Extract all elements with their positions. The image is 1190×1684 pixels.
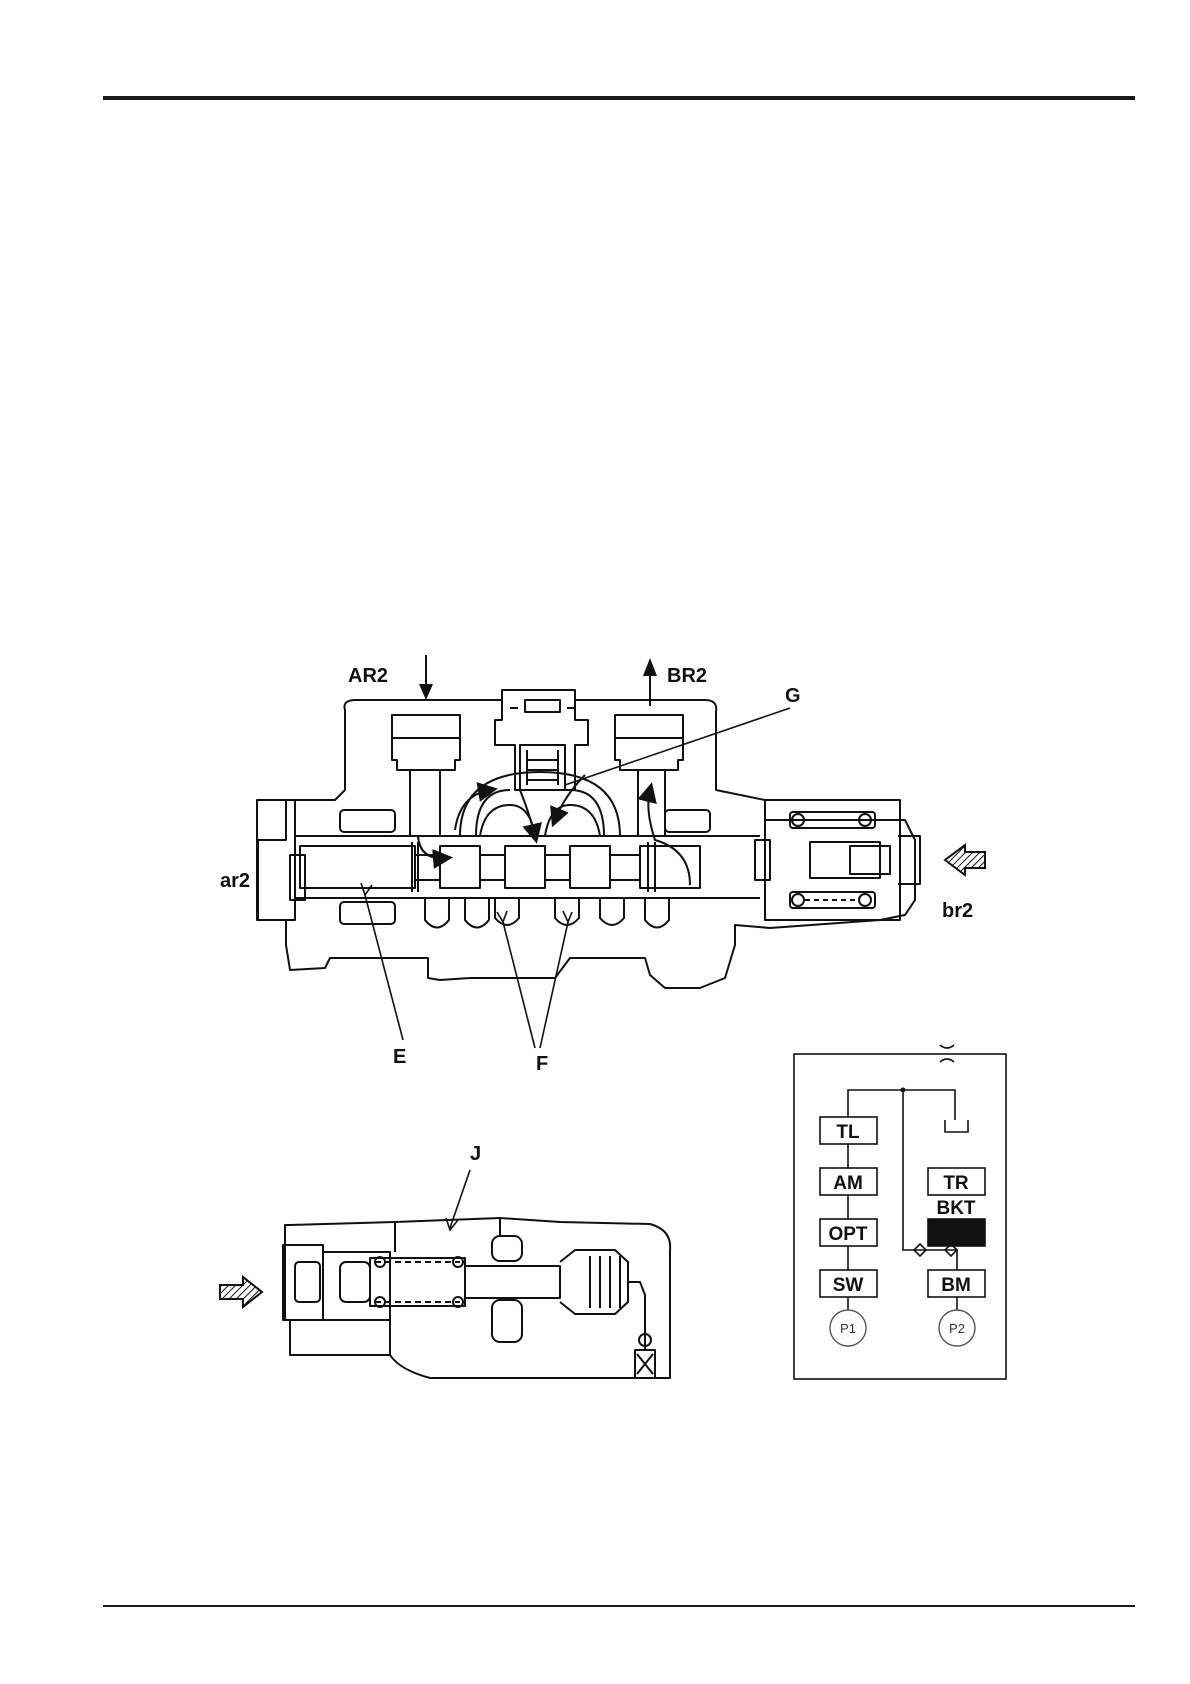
schematic-box-tr: TR <box>943 1173 969 1194</box>
schematic-box-opt: OPT <box>828 1224 867 1245</box>
schematic-box-sw: SW <box>833 1275 864 1296</box>
schematic-box-am: AM <box>833 1173 863 1194</box>
pump-p1-label: P1 <box>840 1321 856 1336</box>
schematic-box-bm: BM <box>941 1275 971 1296</box>
pump-p2-label: P2 <box>949 1321 965 1336</box>
schematic-box-tl: TL <box>836 1122 860 1143</box>
bkt-section-highlight <box>928 1219 985 1246</box>
schematic-label-bkt: BKT <box>936 1198 975 1219</box>
